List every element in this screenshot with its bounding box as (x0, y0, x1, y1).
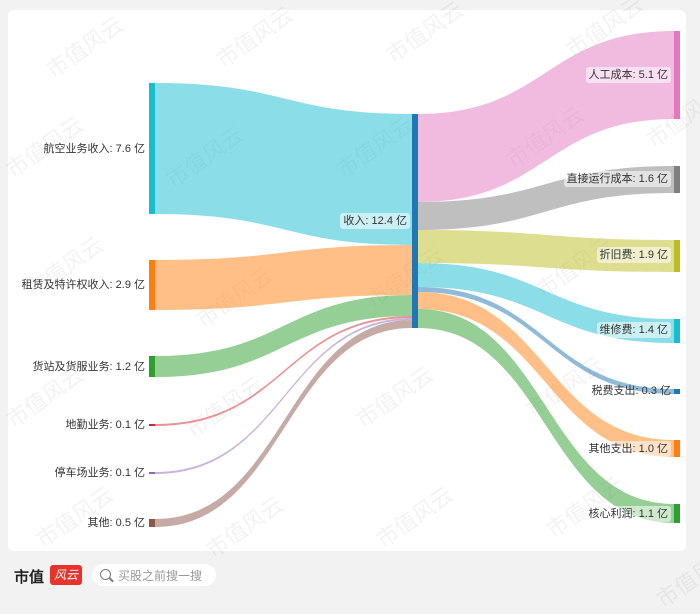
node-revenue[interactable] (412, 114, 418, 328)
node-direct[interactable] (674, 166, 680, 193)
node-aviation[interactable] (149, 83, 155, 214)
search-box[interactable]: 买股之前搜一搜 (92, 564, 216, 586)
node-labor[interactable] (674, 31, 680, 119)
node-repair[interactable] (674, 319, 680, 343)
link-other-in[interactable] (155, 320, 412, 527)
label-direct: 直接运行成本: 1.6 亿 (563, 171, 671, 187)
label-ground: 地勤业务: 0.1 亿 (65, 419, 145, 431)
label-other-out: 其他支出: 1.0 亿 (585, 441, 671, 457)
label-parking: 停车场业务: 0.1 亿 (54, 467, 145, 479)
label-repair: 维修费: 1.4 亿 (596, 322, 671, 338)
brand-logo-text: 市值 (14, 568, 45, 586)
label-lease: 租赁及特许权收入: 2.9 亿 (21, 279, 145, 291)
links-in (155, 83, 412, 527)
node-other-in[interactable] (149, 519, 155, 527)
link-other-out[interactable] (418, 292, 674, 457)
label-tax: 税费支出: 0.3 亿 (591, 385, 671, 397)
label-labor: 人工成本: 5.1 亿 (585, 67, 671, 83)
link-cargo[interactable] (155, 295, 412, 377)
label-other-in: 其他: 0.5 亿 (87, 517, 145, 529)
label-aviation: 航空业务收入: 7.6 亿 (43, 143, 145, 155)
node-other-out[interactable] (674, 440, 680, 457)
label-profit: 核心利润: 1.1 亿 (585, 506, 671, 522)
node-parking[interactable] (149, 472, 155, 474)
nodes (149, 31, 680, 527)
link-profit[interactable] (418, 309, 674, 523)
search-placeholder: 买股之前搜一搜 (118, 569, 203, 583)
node-lease[interactable] (149, 260, 155, 310)
link-tax[interactable] (418, 287, 674, 394)
node-cargo[interactable] (149, 356, 155, 377)
search-icon (100, 569, 111, 580)
footer-bar: 市值 风云 买股之前搜一搜 (0, 556, 700, 599)
label-deprec: 折旧费: 1.9 亿 (596, 247, 671, 263)
link-lease[interactable] (155, 245, 412, 310)
node-profit[interactable] (674, 504, 680, 523)
link-aviation[interactable] (155, 83, 412, 245)
node-tax[interactable] (674, 389, 680, 394)
brand-logo-badge: 风云 (50, 565, 82, 585)
link-ground[interactable] (155, 316, 412, 426)
node-ground[interactable] (149, 424, 155, 426)
label-revenue: 收入: 12.4 亿 (340, 213, 410, 229)
label-cargo: 货站及货服业务: 1.2 亿 (32, 361, 145, 373)
node-deprec[interactable] (674, 240, 680, 272)
